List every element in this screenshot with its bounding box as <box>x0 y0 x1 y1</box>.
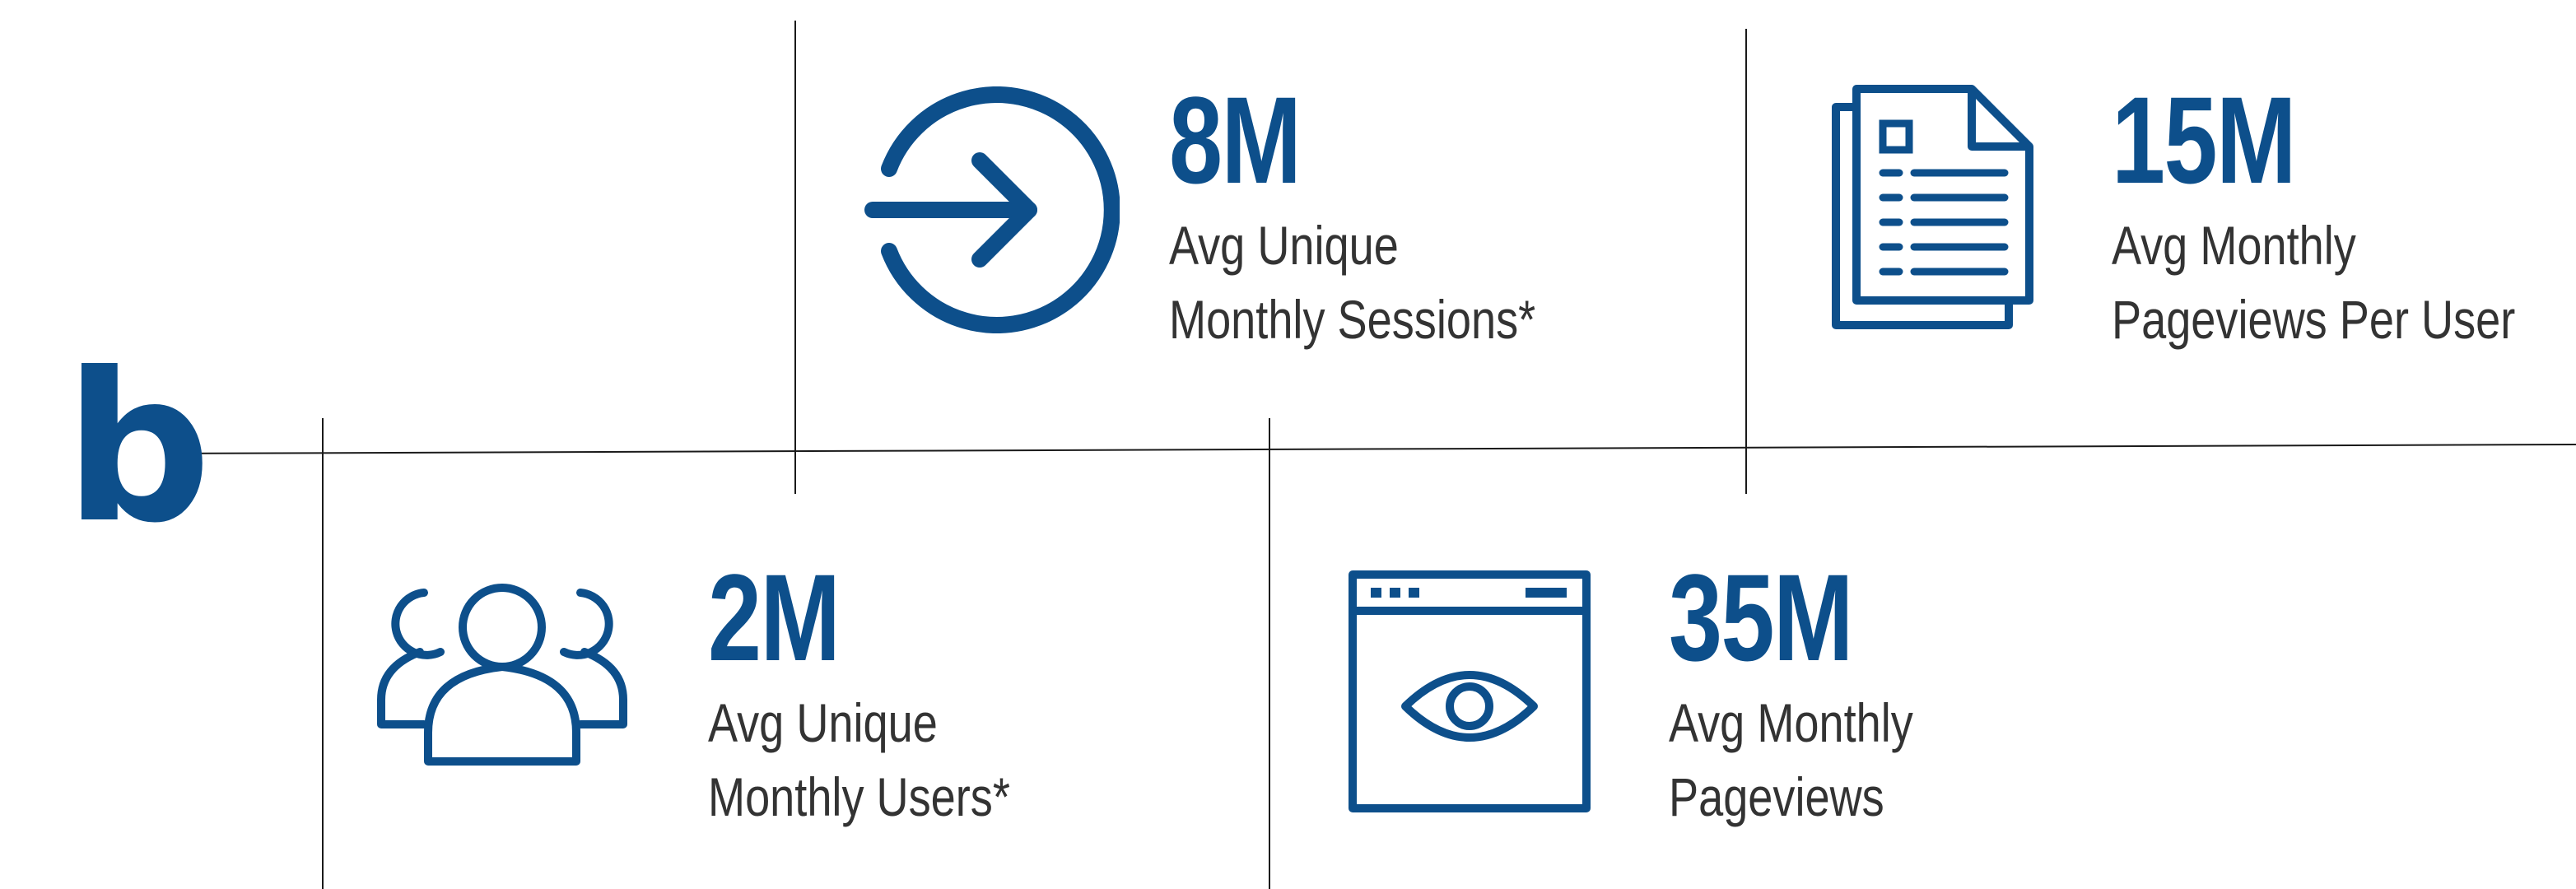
stat-value: 8M <box>1169 71 1302 209</box>
stat-pageviews: 35M Avg Monthly Pageviews <box>1669 556 1967 834</box>
stat-value: 2M <box>708 548 841 687</box>
stat-pageviews-per-user: 15M Avg Monthly Pageviews Per User <box>2112 78 2576 356</box>
stat-value: 15M <box>2112 71 2296 209</box>
stat-label: Avg Monthly Pageviews Per User <box>2112 215 2516 350</box>
users-group-icon <box>377 584 627 766</box>
browser-eye-icon <box>1349 570 1591 812</box>
stat-label: Avg Monthly Pageviews <box>1669 692 1913 827</box>
stat-users: 2M Avg Unique Monthly Users* <box>708 556 1076 834</box>
brand-logo: b <box>64 328 212 568</box>
arrow-in-circle-icon <box>864 86 1120 333</box>
documents-icon <box>1832 85 2033 329</box>
stat-value: 35M <box>1669 548 1853 687</box>
stat-label: Avg Unique Monthly Sessions* <box>1169 215 1536 350</box>
horizontal-divider <box>164 444 2576 454</box>
stat-label: Avg Unique Monthly Users* <box>708 692 1010 827</box>
stat-sessions: 8M Avg Unique Monthly Sessions* <box>1169 78 1616 356</box>
